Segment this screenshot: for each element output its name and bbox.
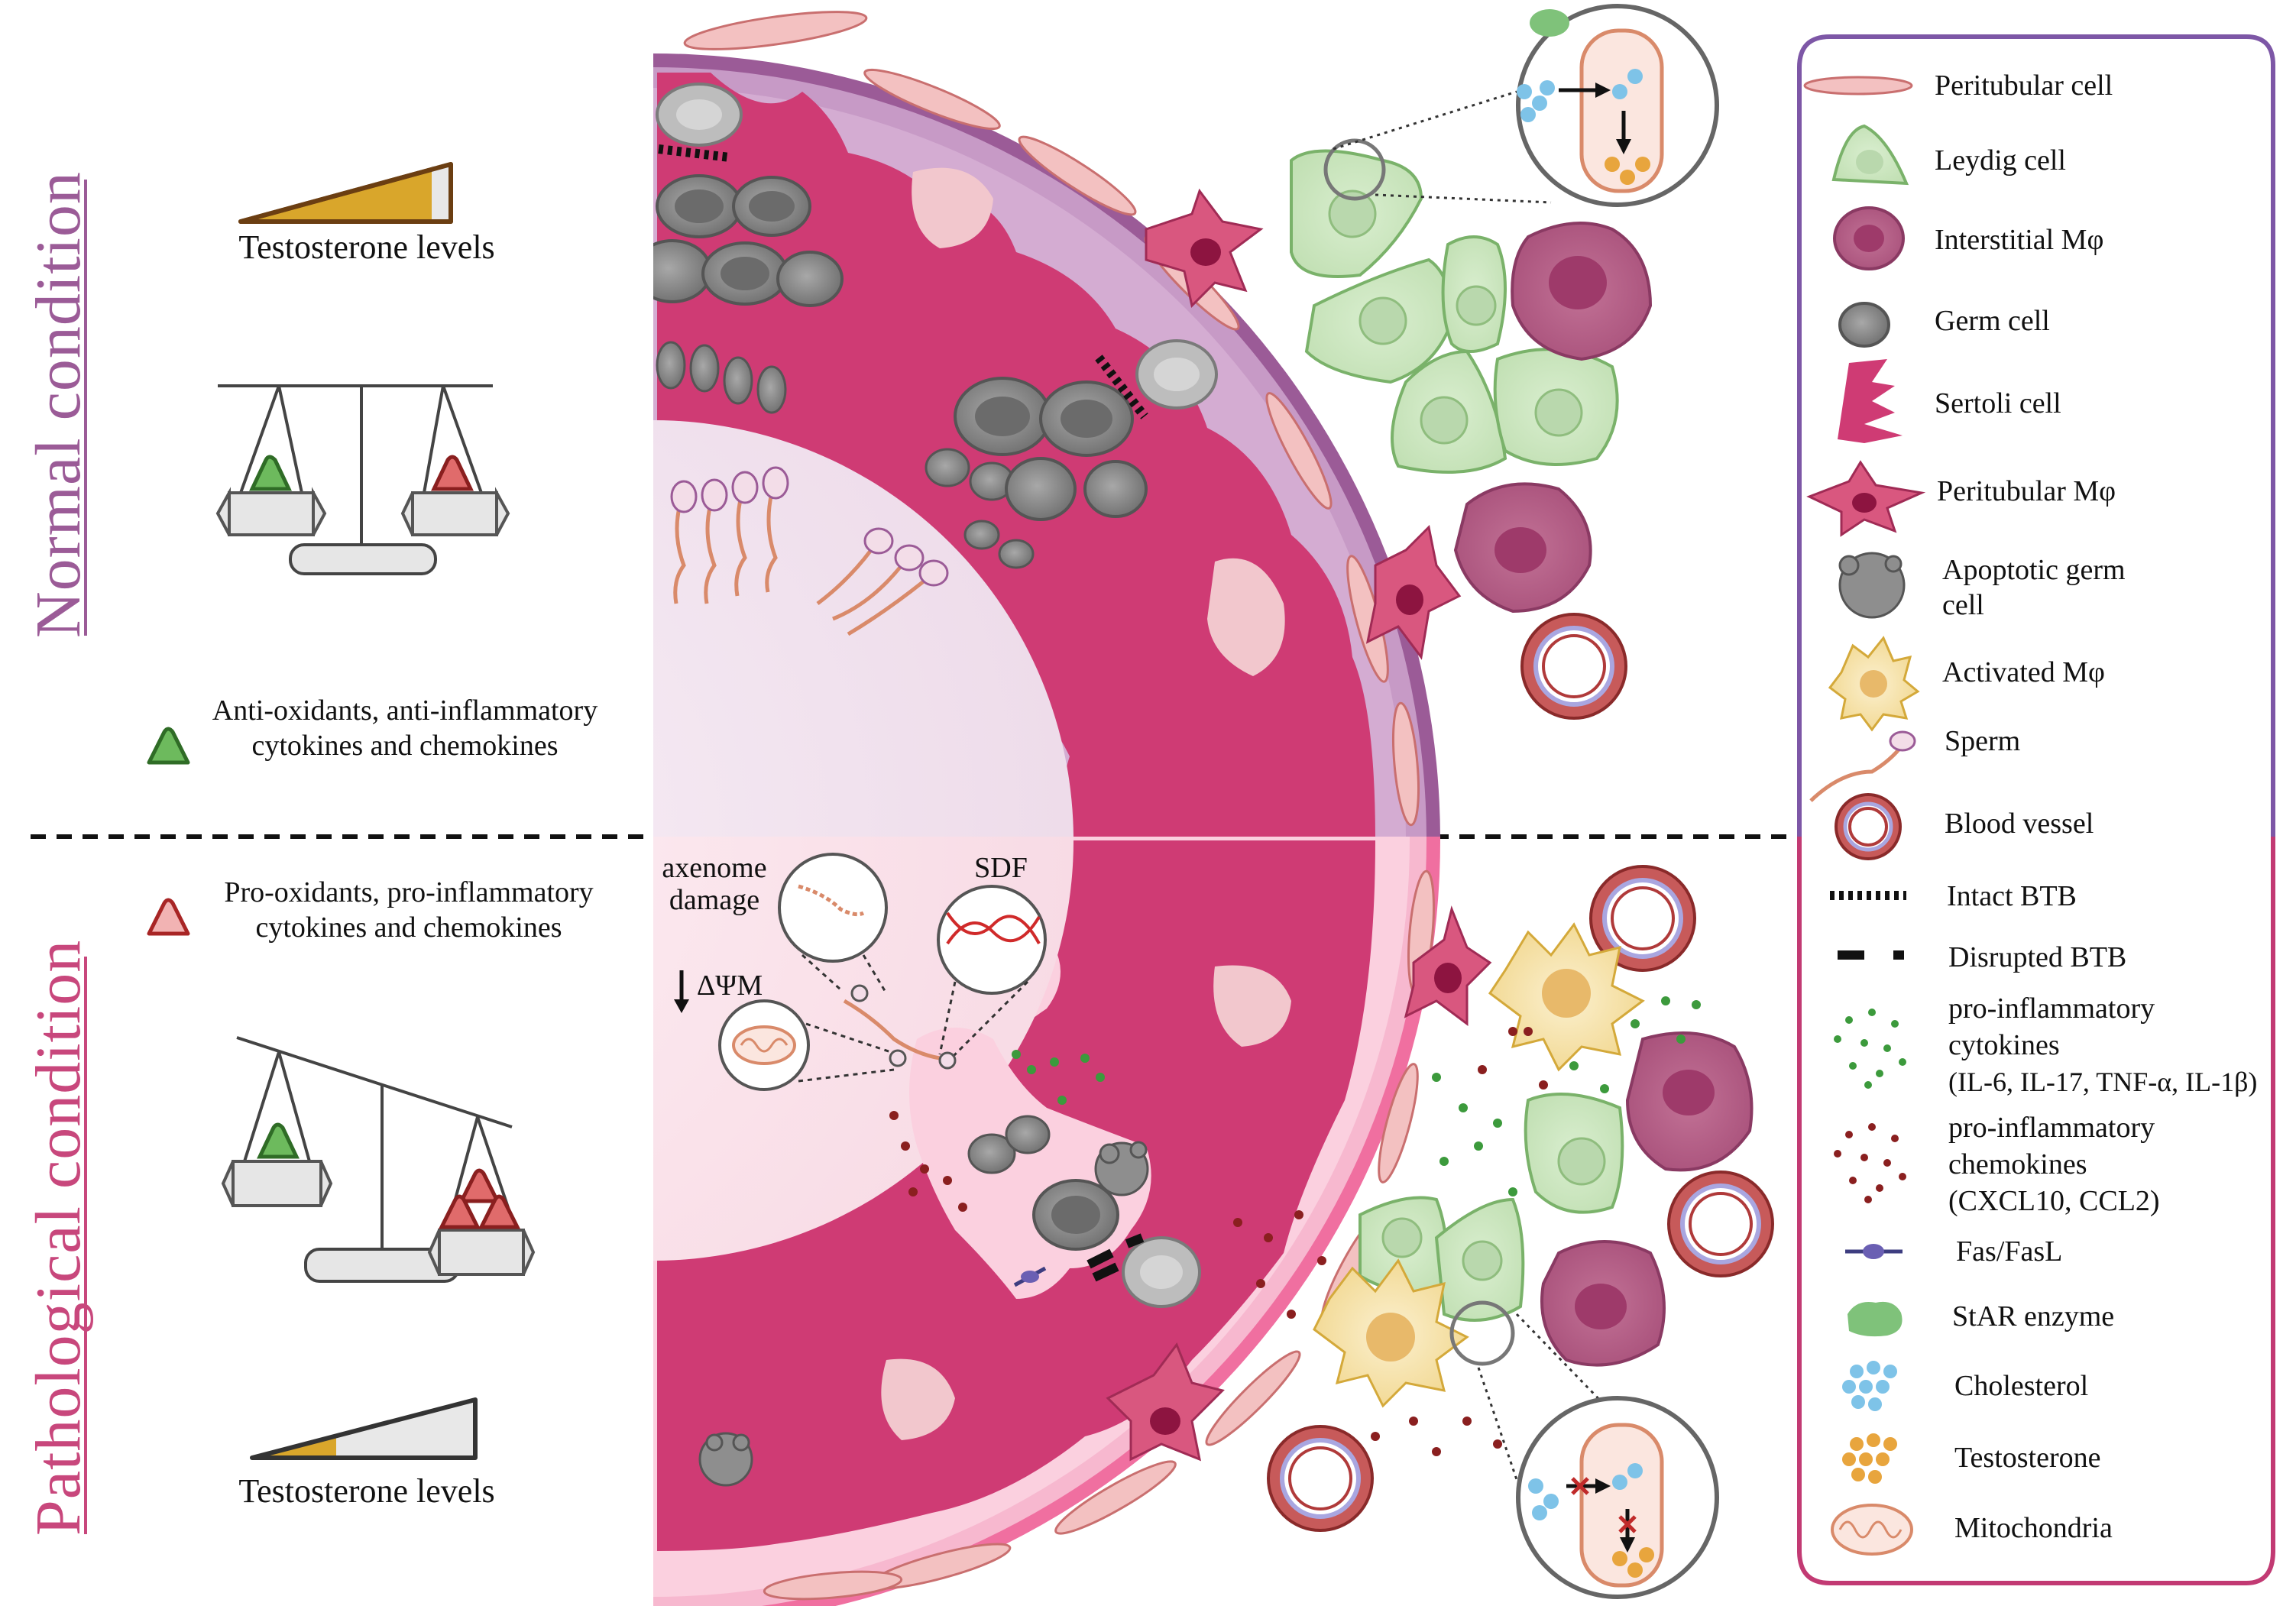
tubule-normal-half [653,53,1440,837]
pathological-title-text: Pathological condition [23,940,94,1536]
legend-leydig-nucleus [1856,150,1883,174]
legend-disrupted-btb: Disrupted BTB [1948,941,2126,973]
legend-cytokines-line1: pro-inflammatory [1948,992,2155,1025]
interstitial-nuclei [1495,256,1715,1329]
sperm-group-top [673,492,926,636]
balanced-scale-icon [215,384,510,575]
damaged-sperm-heads [850,984,957,1070]
legend-testosterone: Testosterone [1954,1442,2101,1474]
disrupted-btb-bottom [1086,1233,1145,1282]
germ-cells-cluster [925,339,1218,569]
seminiferous-tubule: axenome damage SDF ΔΨM [653,53,1440,1606]
germ-cells-basal [653,83,844,414]
apoptotic-cells-path [698,1141,1149,1487]
legend-germ-cell: Germ cell [1935,305,2050,337]
legend-germ-cell-icon [1838,302,1890,348]
legend-blood-vessel-icon [1835,793,1902,860]
legend-chemokines-icon [1834,1123,1906,1203]
cytokine-chemokine-dots [889,996,1701,1456]
normal-title-text: Normal condition [23,171,94,638]
delta-psi-label: ΔΨM [697,970,763,1002]
normal-condition-title: Normal condition [23,171,94,638]
anti-oxidants-line1: Anti-oxidants, anti-inflammatory [212,695,597,727]
legend-chemokines-line1: pro-inflammatory [1948,1112,2155,1144]
damaged-sperm [798,884,941,1060]
legend-star-enzyme-icon [1847,1301,1903,1337]
legend-cholesterol: Cholesterol [1954,1370,2088,1402]
legend-cytokines-icon [1834,1009,1906,1089]
legend-leydig-cell: Leydig cell [1935,144,2066,176]
legend-interstitial-mphi: Interstitial Mφ [1935,224,2103,256]
pathological-condition-title: Pathological condition [23,940,94,1536]
legend-peritubular-cell-icon [1803,76,1913,96]
legend-apoptotic-line2: cell [1942,589,1984,621]
legend-sperm-icon [1809,730,1916,802]
blood-vessels [1267,613,1774,1532]
tilted-scale-icon [221,1036,536,1283]
lumen-annotation-leaders [798,954,1029,1083]
legend-peritubular-mphi: Peritubular Mφ [1937,475,2116,507]
legend-peritubular-cell: Peritubular cell [1935,70,2113,102]
legend-mitochondria-icon [1831,1504,1913,1556]
legend-sperm: Sperm [1945,725,2020,757]
zoom-bubble-normal [1323,4,1719,207]
legend-fas: Fas/FasL [1956,1235,2062,1268]
sperm-heads-top [670,466,949,587]
legend-mitochondria: Mitochondria [1954,1512,2113,1544]
legend-apoptotic-line1: Apoptotic germ [1942,554,2126,586]
legend-chemokines-line2: chemokines [1948,1148,2087,1180]
legend-testosterone-icon [1842,1433,1897,1484]
legend-star: StAR enzyme [1952,1300,2114,1332]
testosterone-label-bottom: Testosterone levels [238,1472,494,1510]
legend-chemokines-line3: (CXCL10, CCL2) [1948,1185,2160,1217]
legend-activated-mphi: Activated Mφ [1942,656,2105,688]
pro-oxidants-line2: cytokines and chemokines [255,911,562,944]
anti-oxidants-line2: cytokines and chemokines [251,730,558,762]
axenome-label-line1: axenome [662,852,766,884]
testosterone-label-top: Testosterone levels [238,228,494,266]
pro-oxidants-line1: Pro-oxidants, pro-inflammatory [224,876,593,908]
lumen-annotation-circles [718,853,1047,1091]
testosterone-gauge-low [250,1397,478,1460]
legend-fas-fasl-icon [1845,1244,1903,1259]
legend-sertoli-cell-icon [1838,359,1903,443]
legend-sertoli-cell: Sertoli cell [1935,387,2061,419]
legend-cholesterol-icon [1842,1361,1897,1411]
dna-icon-sdf [946,911,1041,945]
fas-fasl-in-tubule [1013,1266,1047,1287]
activated-macrophage-nuclei [1366,969,1591,1362]
axenome-label-line2: damage [669,884,759,916]
legend-blood-vessel: Blood vessel [1945,808,2094,840]
leydig-nuclei [1328,189,1606,1281]
prooxidant-icon [147,898,190,936]
legend-panel: Peritubular cell Leydig cell Interstitia… [1797,34,2275,1585]
peritubular-macrophage-nuclei [1150,238,1462,1435]
legend-intact-btb: Intact BTB [1947,880,2077,912]
testosterone-gauge-high [238,162,453,224]
mito-icon-lumen [732,1025,796,1065]
legend-cytokines-line2: cytokines [1948,1029,2060,1061]
down-arrow-icon [674,970,689,1013]
intact-btb-top [658,144,1148,419]
antioxidant-icon [147,727,190,765]
legend-cytokines-line3: (IL-6, IL-17, TNF-α, IL-1β) [1948,1067,2257,1097]
tubule-pathological-half: axenome damage SDF ΔΨM [653,837,1440,1606]
sdf-label: SDF [974,852,1028,884]
germ-cells-path [967,1115,1201,1308]
zoom-bubble-pathological [1449,1300,1719,1599]
